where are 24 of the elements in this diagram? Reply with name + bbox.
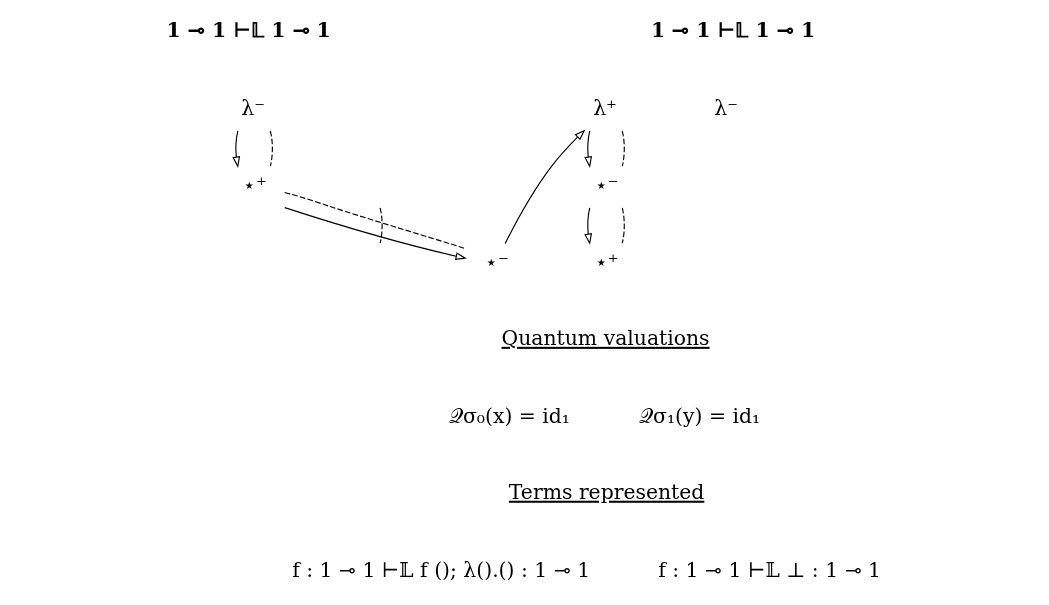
arrow [583, 207, 592, 245]
label: 𝒬σ₀(x) = id₁ [448, 403, 570, 428]
arrow [231, 130, 240, 168]
node-text: ⋆⁻ [594, 173, 619, 198]
label: Quantum valuations [501, 325, 710, 350]
label: f : 1 ⊸ 1 ⊢𝕃 ⊥ : 1 ⊸ 1 [657, 557, 881, 582]
connector [621, 130, 625, 167]
arrow [504, 129, 585, 245]
node-text: λ⁺ [592, 96, 617, 121]
node-text: ⋆⁻ [484, 250, 509, 275]
connector [283, 191, 466, 250]
connector [269, 130, 273, 167]
node-text: λ⁻ [713, 96, 738, 121]
label: 1 ⊸ 1 ⊢𝕃 1 ⊸ 1 [166, 18, 331, 43]
label: Terms represented [508, 479, 704, 504]
connector [621, 207, 625, 244]
node-text: λ⁻ [240, 96, 265, 121]
label: f : 1 ⊸ 1 ⊢𝕃 f (); λ().() : 1 ⊸ 1 [291, 557, 590, 582]
label: 1 ⊸ 1 ⊢𝕃 1 ⊸ 1 [650, 18, 815, 43]
node-text: ⋆⁺ [242, 173, 267, 198]
label: 𝒬σ₁(y) = id₁ [638, 403, 760, 428]
arrow [283, 207, 467, 260]
arrow [583, 130, 592, 168]
node-text: ⋆⁺ [594, 250, 619, 275]
